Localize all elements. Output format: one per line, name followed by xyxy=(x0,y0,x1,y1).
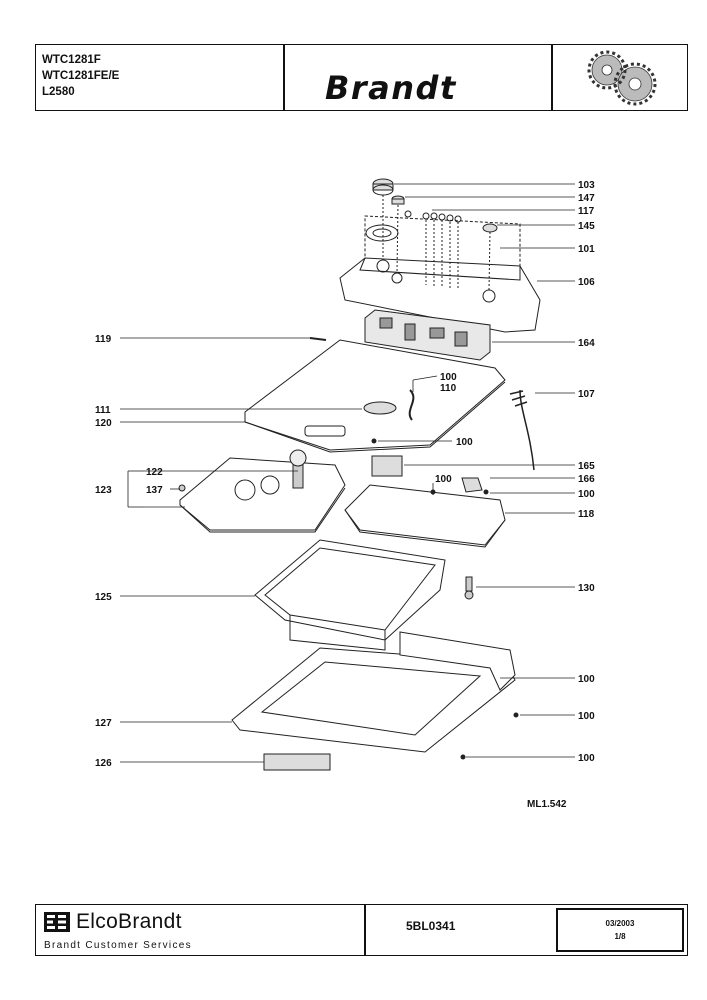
callout-100-e: 100 xyxy=(578,674,595,685)
document-code: 5BL0341 xyxy=(406,919,456,933)
callout-110: 110 xyxy=(440,383,457,394)
module-165 xyxy=(371,455,403,477)
callout-117: 117 xyxy=(578,206,595,217)
dispenser-123 xyxy=(179,449,346,533)
footer-brand-name: ElcoBrandt xyxy=(76,910,182,933)
callout-111: 111 xyxy=(95,405,111,416)
page-number: 1/8 xyxy=(614,932,626,941)
title-divider xyxy=(551,45,553,110)
callout-100-g: 100 xyxy=(578,753,595,764)
tub-125 xyxy=(254,539,446,651)
model-number: WTC1281F xyxy=(42,54,101,66)
hose-110 xyxy=(408,389,415,421)
callout-137: 137 xyxy=(146,485,163,496)
model-number: WTC1281FE/E xyxy=(42,70,120,82)
callout-166: 166 xyxy=(578,474,595,485)
callout-123: 123 xyxy=(95,485,112,496)
callout-106: 106 xyxy=(578,277,595,288)
callout-119: 119 xyxy=(95,334,112,345)
knob-145 xyxy=(482,223,498,233)
footer-subtitle: Brandt Customer Services xyxy=(44,940,192,951)
date-box: 03/2003 1/8 xyxy=(556,908,684,952)
callout-100-a: 100 xyxy=(440,372,457,383)
callout-145: 145 xyxy=(578,221,595,232)
drawing-reference: ML1.542 xyxy=(527,799,567,810)
console-106 xyxy=(339,257,541,333)
callout-107: 107 xyxy=(578,389,595,400)
pcb-164 xyxy=(364,309,491,361)
callout-127: 127 xyxy=(95,718,112,729)
callout-125: 125 xyxy=(95,592,112,603)
callout-100-b: 100 xyxy=(456,437,473,448)
elcobrandt-logo-icon xyxy=(44,912,70,932)
callout-147: 147 xyxy=(578,193,595,204)
gears-icon xyxy=(587,50,657,106)
callout-164: 164 xyxy=(578,338,595,349)
module-166 xyxy=(461,477,483,493)
footer-block: ElcoBrandt Brandt Customer Services 5BL0… xyxy=(35,904,688,956)
title-divider xyxy=(283,45,285,110)
frame-118 xyxy=(344,484,506,546)
callout-126: 126 xyxy=(95,758,112,769)
part-111 xyxy=(363,401,397,415)
callout-130: 130 xyxy=(578,583,595,594)
panel-126 xyxy=(263,753,331,771)
callout-100-f: 100 xyxy=(578,711,595,722)
callout-103: 103 xyxy=(578,180,595,191)
document-date: 03/2003 xyxy=(605,919,635,928)
hinge-119 xyxy=(309,337,327,341)
callout-101: 101 xyxy=(578,244,595,255)
model-list: WTC1281F WTC1281FE/E L2580 xyxy=(42,52,119,100)
knob-147 xyxy=(391,195,405,205)
callout-118: 118 xyxy=(578,509,595,520)
knob-103 xyxy=(372,178,394,196)
callout-120: 120 xyxy=(95,418,112,429)
callout-122: 122 xyxy=(146,467,163,478)
part-130 xyxy=(464,576,474,600)
wiring-107 xyxy=(519,389,535,471)
brandt-logo: Brandt xyxy=(325,69,457,107)
callout-100-c: 100 xyxy=(435,474,452,485)
cabinet-127 xyxy=(231,631,516,753)
callout-165: 165 xyxy=(578,461,595,472)
footer-brand: ElcoBrandt xyxy=(44,910,182,934)
model-number: L2580 xyxy=(42,86,75,98)
title-block: WTC1281F WTC1281FE/E L2580 xyxy=(35,44,688,111)
callouts: 103 147 117 145 101 106 119 164 100 110 … xyxy=(95,180,595,769)
callout-100-d: 100 xyxy=(578,489,595,500)
footer-divider xyxy=(364,905,366,955)
